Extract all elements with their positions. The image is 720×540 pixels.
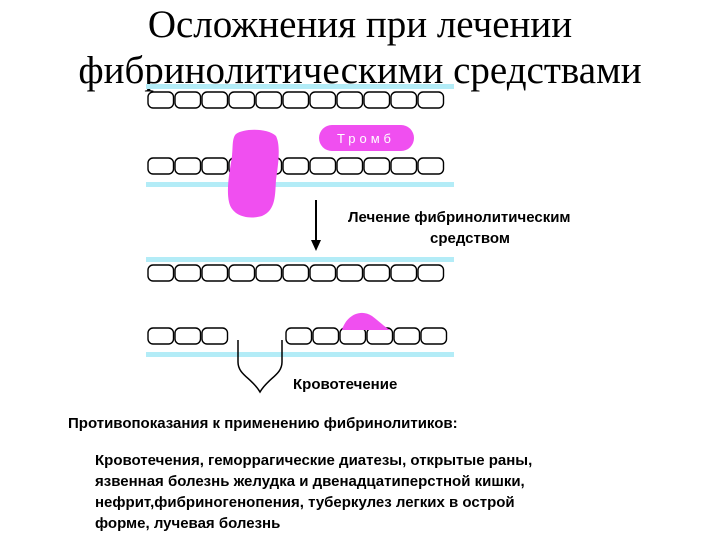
thrombus-label: Тромб [337,131,395,146]
endothelial-cell [363,264,391,282]
endothelial-cell [420,327,448,345]
cell-row-top-2 [147,264,445,282]
vessel-wall-top-2 [146,257,454,262]
endothelial-cell [255,264,283,282]
endothelial-cell [174,327,202,345]
endothelial-cell [174,157,202,175]
contraindications-line: язвенная болезнь желудка и двенадцатипер… [95,473,525,490]
endothelial-cell [147,264,175,282]
endothelial-cell [393,327,421,345]
vessel-wall-bottom-1 [146,182,454,187]
contraindications-heading: Противопоказания к применению фибринолит… [68,415,458,432]
endothelial-cell [201,91,229,109]
endothelial-cell [228,91,256,109]
thrombus-label-pill [319,125,414,151]
endothelial-cell [282,264,310,282]
endothelial-cell [174,264,202,282]
vessel-diagram: Тромб Лечение фибринолитическим средство… [146,84,571,394]
contraindications-line: форме, лучевая болезнь [95,515,281,532]
endothelial-cell [282,157,310,175]
vessel-wall-bottom-2 [146,352,454,357]
contraindications-line: нефрит,фибриногенопения, туберкулез легк… [95,494,515,511]
bleeding-brace [237,340,283,394]
endothelial-cell [147,91,175,109]
cell-row-bottom-2 [147,327,448,345]
endothelial-cell [309,264,337,282]
cell-row-bottom-1 [147,157,445,175]
endothelial-cell [390,157,418,175]
endothelial-cell [147,157,175,175]
endothelial-cell [309,157,337,175]
endothelial-cell [417,157,445,175]
residual-thrombus [342,312,390,330]
endothelial-cell [417,264,445,282]
thrombus-blob [227,129,279,218]
endothelial-cell [336,264,364,282]
endothelial-cell [363,157,391,175]
endothelial-cell [201,264,229,282]
treatment-arrow-head [311,240,321,251]
cell-row-top-1 [147,91,445,109]
endothelial-cell [339,327,367,345]
endothelial-cell [366,327,394,345]
endothelial-cell [336,157,364,175]
endothelial-cell [417,91,445,109]
endothelial-cell [312,327,340,345]
bleeding-label: Кровотечение [293,376,397,393]
endothelial-cell [336,91,364,109]
endothelial-cell [147,327,175,345]
endothelial-cell [282,91,310,109]
treatment-label-line-1: Лечение фибринолитическим [348,209,571,226]
endothelial-cell [255,91,283,109]
endothelial-cell [201,327,229,345]
endothelial-cell [309,91,337,109]
vessel-wall-top-1 [146,84,454,89]
endothelial-cell [390,264,418,282]
endothelial-cell [201,157,229,175]
endothelial-cell [228,264,256,282]
endothelial-cell [390,91,418,109]
contraindications-list: Кровотечения, геморрагические диатезы, о… [95,450,705,534]
endothelial-cell [285,327,313,345]
endothelial-cell [363,91,391,109]
endothelial-cell [174,91,202,109]
contraindications-line: Кровотечения, геморрагические диатезы, о… [95,452,533,469]
title-line-1: Осложнения при лечении [147,3,573,46]
treatment-label-line-2: средством [430,230,510,247]
